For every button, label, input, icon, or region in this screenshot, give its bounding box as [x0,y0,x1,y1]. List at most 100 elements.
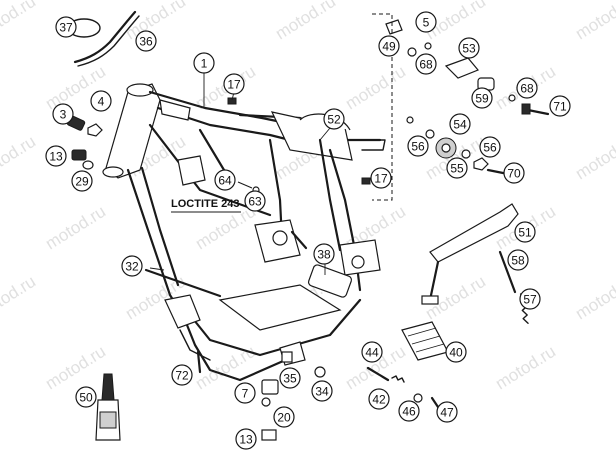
callout-number: 50 [79,391,93,405]
callout-71: 71 [549,95,571,117]
callout-7: 7 [234,382,256,404]
frame-drawing [102,83,386,382]
callout-circle [415,53,437,75]
pin-44 [366,366,390,382]
callout-circle [370,167,392,189]
bushing-54-hole [441,143,451,153]
lower-cradle-rear [176,298,362,357]
callout-number: 42 [372,393,386,407]
callout-37: 37 [55,16,77,38]
callout-number: 58 [511,254,525,268]
callout-circle [503,162,525,184]
callout-circle [234,382,256,404]
sidestand-foot [421,295,439,305]
pin-58 [498,250,517,294]
rear-downtube-left [318,138,342,252]
callout-circle [471,87,493,109]
callout-circle [193,52,215,74]
callout-34: 34 [311,380,333,402]
callout-circle [235,428,257,450]
bolt-64 [237,181,253,189]
callout-number: 37 [59,21,73,35]
callout-56: 56 [479,136,501,158]
leader-32 [149,267,165,271]
callout-number: 32 [125,260,139,274]
skid-plate [218,284,342,331]
nut-4 [87,123,103,137]
footpeg-40 [401,321,449,361]
watermark-text: motod.ru [42,342,109,394]
nut-34 [314,366,326,378]
callout-17: 17 [370,167,392,189]
watermark-text: motod.ru [0,272,39,324]
front-bracket [164,294,201,329]
callout-number: 68 [520,82,534,96]
callout-42: 42 [368,388,390,410]
callout-54: 54 [449,113,471,135]
gusset-plate [159,99,191,121]
loctite-bottle-cap [101,373,115,401]
right-pivot-bore [351,255,365,269]
callout-circle [71,170,93,192]
washer-29 [82,160,94,170]
callout-55: 55 [446,157,468,179]
bolt-71 [526,108,550,116]
callout-44: 44 [361,341,383,363]
callout-1: 1 [193,52,215,74]
washer-20 [261,397,271,407]
rubber-block-7 [261,379,279,395]
callout-13: 13 [235,428,257,450]
spring-42 [391,375,405,383]
bolt-17-right [361,177,371,185]
callout-circle [279,367,301,389]
callout-circle [135,30,157,52]
bolt-35 [281,351,293,363]
washer-5 [424,42,432,50]
bolt-17-top [227,97,237,105]
bolt-72 [196,350,202,374]
callout-circle [171,364,193,386]
callout-29: 29 [71,170,93,192]
callout-number: 47 [440,406,454,420]
watermark-text: motod.ru [42,202,109,254]
bracket-53 [444,57,479,79]
callout-number: 59 [475,92,489,106]
loose-parts [66,10,550,441]
callout-51: 51 [514,221,536,243]
loctite-note: LOCTITE 243 [171,198,239,210]
washer-56-left [425,129,435,139]
callout-number: 56 [483,141,497,155]
washer-56-right [461,149,471,159]
callout-number: 13 [49,150,63,164]
callout-circle [273,406,295,428]
callout-number: 5 [423,16,430,30]
watermark-text: motod.ru [572,132,616,184]
washer-46 [413,393,423,403]
callout-13: 13 [45,145,67,167]
washer-68-top [407,47,417,57]
callout-number: 57 [523,293,537,307]
callout-number: 3 [60,108,67,122]
callout-number: 70 [507,167,521,181]
callout-47: 47 [436,401,458,423]
callout-number: 20 [277,411,291,425]
callout-circle [507,249,529,271]
callout-circle [514,221,536,243]
callout-circle [244,190,266,212]
callout-58: 58 [507,249,529,271]
callout-number: 35 [283,372,297,386]
watermark-text: motod.ru [342,62,409,114]
callout-46: 46 [398,400,420,422]
callout-20: 20 [273,406,295,428]
callout-57: 57 [519,288,541,310]
bolt-71-head [521,103,531,115]
watermark-text: motod.ru [0,0,39,43]
rear-bracket-52 [359,139,386,151]
down-tube-right [140,166,180,287]
steering-head-bottom [102,166,124,178]
callout-56: 56 [407,135,429,157]
callout-64: 64 [214,169,236,191]
